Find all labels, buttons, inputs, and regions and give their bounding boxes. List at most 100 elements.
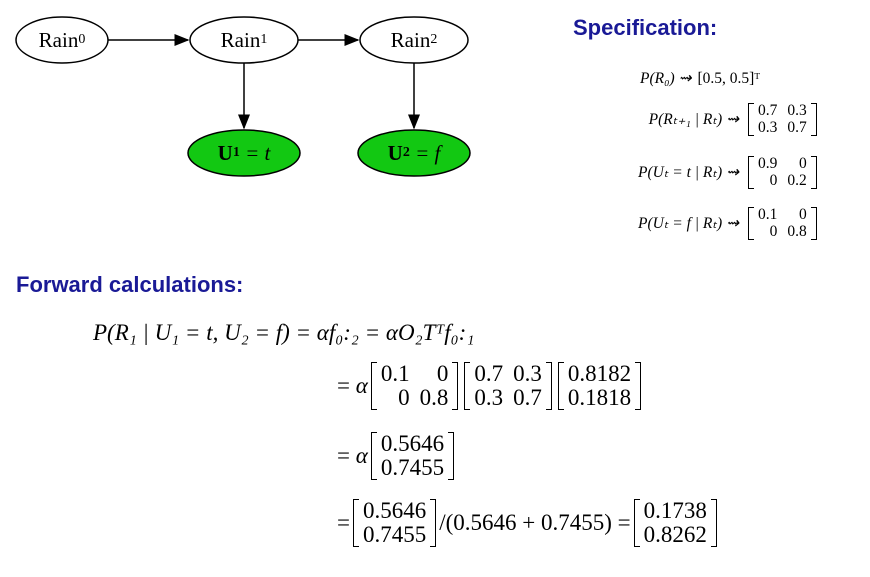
matrix-row: 0.3 0.7 [753,118,812,136]
matrix-row: 0.8182 [563,361,636,386]
matrix-cell: 0.3 [787,102,807,120]
bayes-net-diagram [15,16,471,177]
node-label: Rain [220,27,261,52]
matrix-row: 0.7455 [358,522,431,548]
forward-line-1: P(R₁ | U₁ = t, U₂ = f) = αf₀:₂ = αO₂Tᵀf₀… [93,320,475,345]
node-sub: 2 [402,145,410,160]
node-label: U [387,140,403,165]
matrix-row: 0.5646 [358,498,431,523]
alpha: α [355,373,368,399]
matrix-cell: 0.8 [419,385,449,411]
matrix-cell: 0.7 [787,118,807,136]
matrix-cell: 0.2 [787,171,807,189]
matrix-cell: 0.8262 [643,522,707,548]
matrix-cell: 0.8 [787,222,807,240]
matrix-cell: 0.7 [758,102,778,120]
matrix-row: 0.7455 [376,455,449,481]
spec-lhs: P(Uₜ = t | Rₜ) ⇝ [638,164,739,181]
matrix-cell: 0 [769,171,778,189]
equals: = [337,510,350,536]
node-value: = f [409,140,441,165]
matrix-row: 0.7 0.3 [469,361,547,386]
matrix-cell: 0.8182 [567,361,632,386]
node-label: Rain [38,27,79,52]
matrix-row: 0.3 0.7 [469,385,547,411]
matrix-cell: 0.7 [513,385,542,411]
forward-heading: Forward calculations: [16,272,244,297]
alpha: α [355,443,368,469]
specification-heading: Specification: [573,15,718,40]
spec-lhs: P(Uₜ = f | Rₜ) ⇝ [638,215,739,232]
matrix-cell: 0.3 [513,361,542,386]
matrix-cell: 0 [799,206,807,224]
matrix-cell: 0.1738 [643,498,707,523]
matrix-cell: 0 [769,222,778,240]
matrix-cell: 0.5646 [380,431,445,456]
matrix-cell: 0.7 [474,361,504,386]
matrix-cell: 0.1818 [567,385,632,411]
matrix-cell: 0.1 [758,206,778,224]
matrix-cell: 0 [436,361,449,386]
matrix-cell: 0 [398,385,410,411]
node-sub: 1 [260,32,268,47]
matrix-row: 0.8262 [639,522,712,548]
matrix-cell: 0.5646 [362,498,427,523]
node-sub: 0 [78,32,86,47]
matrix-cell: 0.9 [758,155,778,173]
matrix-cell: 0.7455 [380,455,445,481]
node-sub: 2 [430,32,438,47]
node-label: Rain [390,27,431,52]
matrix-cell: 0.7455 [362,522,427,548]
matrix-cell: 0.3 [758,118,778,136]
equals: = [337,373,350,399]
matrix-cell: 0 [799,155,807,173]
node-value: = t [239,140,271,165]
spec-value: [0.5, 0.5]ᵀ [697,69,760,87]
matrix-cell: 0.3 [474,385,504,411]
matrix-row: 0.1818 [563,385,636,411]
matrix-cell: 0.1 [380,361,410,386]
node-label: U [217,140,233,165]
normalization-text: /(0.5646 + 0.7455) = [439,510,631,536]
equals: = [337,443,350,469]
spec-lhs: P(R₀) ⇝ [640,70,692,87]
spec-lhs: P(Rₜ₊₁ | Rₜ) ⇝ [648,111,739,128]
matrix-row: 0.1738 [639,498,712,523]
matrix-row: 0.7 0.3 [753,102,812,120]
